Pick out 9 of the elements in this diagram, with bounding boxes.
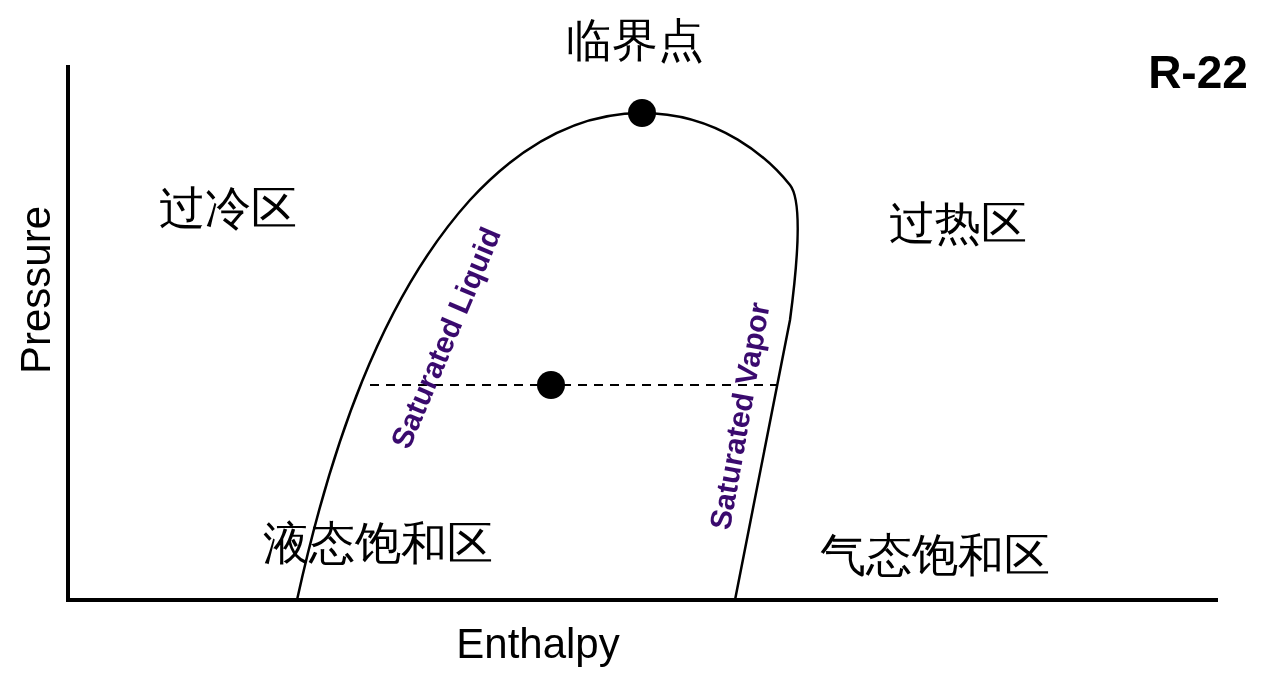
refrigerant-label: R-22 bbox=[1148, 49, 1248, 95]
region-label: 液态饱和区 bbox=[263, 520, 493, 566]
point-label: 临界点 bbox=[566, 17, 704, 63]
axis-title: Pressure bbox=[15, 205, 57, 375]
axis-title: Enthalpy bbox=[456, 623, 620, 665]
curve-label: Saturated Vapor bbox=[705, 300, 775, 532]
region-label: 过冷区 bbox=[159, 185, 297, 231]
region-label: 过热区 bbox=[889, 200, 1027, 246]
region-label: 气态饱和区 bbox=[820, 532, 1050, 578]
